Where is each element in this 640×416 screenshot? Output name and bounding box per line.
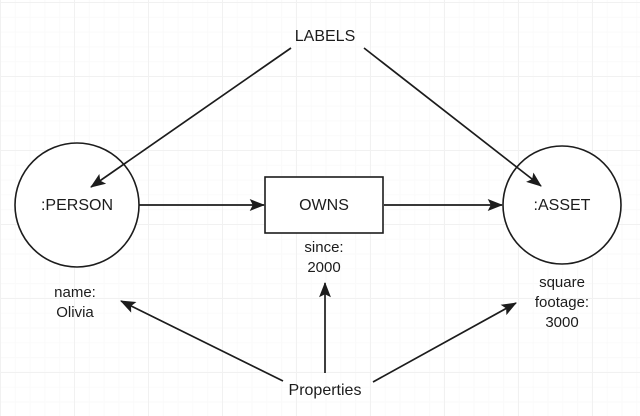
- edge-properties-to-person-property: [120, 300, 284, 382]
- node-asset-label: :ASSET: [533, 197, 591, 214]
- node-owns-rect[interactable]: [264, 176, 384, 234]
- edge-labels-to-person: [90, 47, 292, 188]
- edge-properties-to-asset-property: [372, 302, 517, 383]
- edge-labels-to-asset: [363, 47, 542, 187]
- node-person-label: :PERSON: [40, 197, 113, 214]
- node-person-property: name: Olivia: [54, 284, 96, 321]
- annotation-properties: Properties: [288, 382, 362, 399]
- node-owns-label: OWNS: [299, 197, 349, 214]
- node-asset-property: square footage: 3000: [534, 274, 590, 331]
- node-owns-property: since: 2000: [304, 239, 344, 276]
- annotation-labels: LABELS: [294, 28, 356, 45]
